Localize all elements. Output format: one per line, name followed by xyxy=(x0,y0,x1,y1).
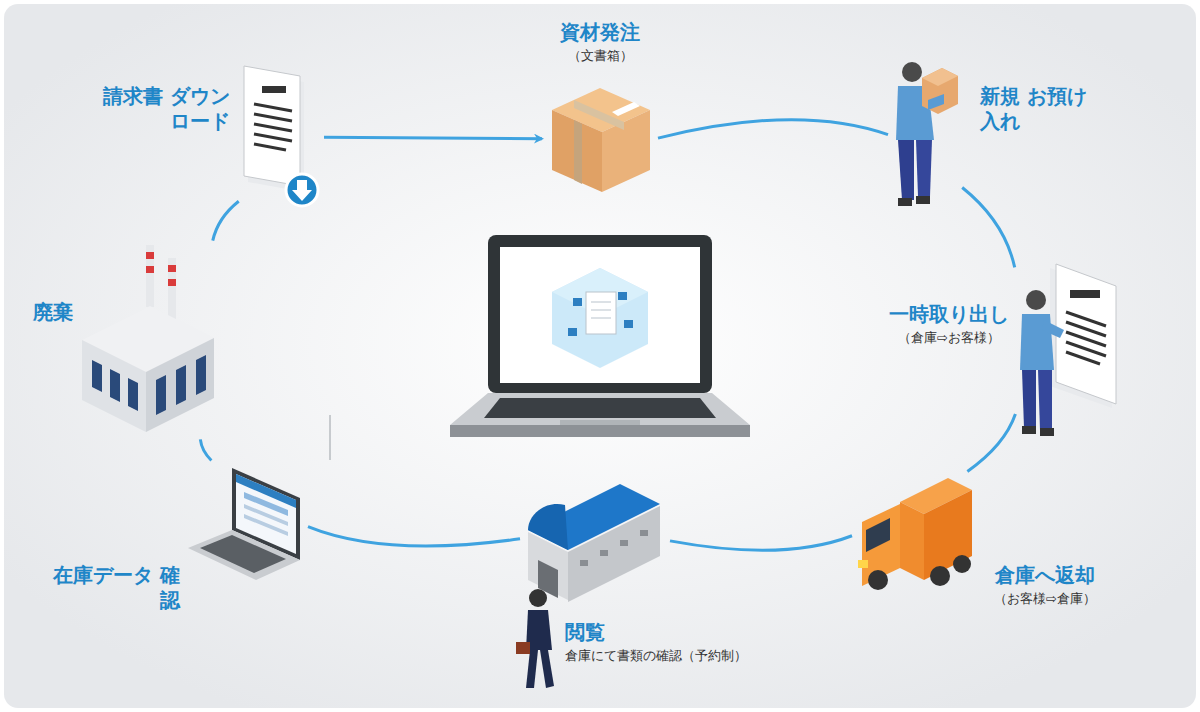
step-title: 資材発注 xyxy=(560,20,640,45)
step-title: 新規 お預け入れ xyxy=(980,84,1098,134)
warehouse xyxy=(528,484,660,602)
step-node: 廃棄 xyxy=(80,244,216,434)
label-group: 在庫データ 確認 xyxy=(50,563,180,613)
label-group: 資材発注 （文書箱） xyxy=(560,20,640,65)
step-note: （文書箱） xyxy=(568,47,633,65)
label-group: 一時取り出し （倉庫⇨お客様） xyxy=(889,302,1009,347)
panel xyxy=(4,4,1196,708)
divider-line xyxy=(330,415,331,460)
cycle-connector xyxy=(213,201,239,240)
invoice-document xyxy=(244,66,318,206)
step-node: 一時取り出し（倉庫⇨お客様） xyxy=(1018,262,1120,438)
label-group: 廃棄 xyxy=(33,300,73,325)
step-note: 倉庫にて書類の確認（予約制） xyxy=(565,647,747,665)
cycle-connector xyxy=(308,527,520,546)
step-node: 資材発注（文書箱） xyxy=(548,84,654,194)
cycle-connector xyxy=(200,439,211,460)
inventory-laptop xyxy=(188,468,300,580)
label-group: 閲覧倉庫にて書類の確認（予約制） xyxy=(565,620,747,665)
step-title: 閲覧 xyxy=(565,620,605,645)
person-with-document xyxy=(1020,264,1116,436)
walking-person xyxy=(516,589,554,688)
center-laptop xyxy=(450,235,750,437)
cycle-connector xyxy=(324,137,542,138)
cycle-connector xyxy=(670,536,852,551)
document-box xyxy=(552,88,650,192)
label-group: 請求書 ダウンロード xyxy=(90,84,230,134)
step-node: 新規 お預け入れ xyxy=(894,60,960,208)
person-carrying-box xyxy=(896,62,958,206)
step-node: 閲覧倉庫にて書類の確認（予約制） xyxy=(524,482,664,604)
step-node: 倉庫へ返却（お客様⇨倉庫） xyxy=(856,476,974,592)
step-title: 一時取り出し xyxy=(889,302,1009,327)
label-group: 倉庫へ返却 （お客様⇨倉庫） xyxy=(994,563,1096,608)
factory xyxy=(82,245,214,432)
step-node: 在庫データ 確認 xyxy=(186,464,302,582)
step-title: 倉庫へ返却 xyxy=(995,563,1095,588)
cycle-connector xyxy=(967,414,1015,471)
step-title: 在庫データ 確認 xyxy=(50,563,180,613)
label-group: 新規 お預け入れ xyxy=(980,84,1098,134)
delivery-truck xyxy=(858,478,972,590)
step-note: （倉庫⇨お客様） xyxy=(898,329,1000,347)
cycle-connector xyxy=(658,120,888,138)
step-node: 請求書 ダウンロード xyxy=(242,64,320,210)
step-note: （お客様⇨倉庫） xyxy=(994,590,1096,608)
step-title: 請求書 ダウンロード xyxy=(90,84,230,134)
cycle-connector xyxy=(962,188,1015,268)
step-title: 廃棄 xyxy=(33,300,73,325)
